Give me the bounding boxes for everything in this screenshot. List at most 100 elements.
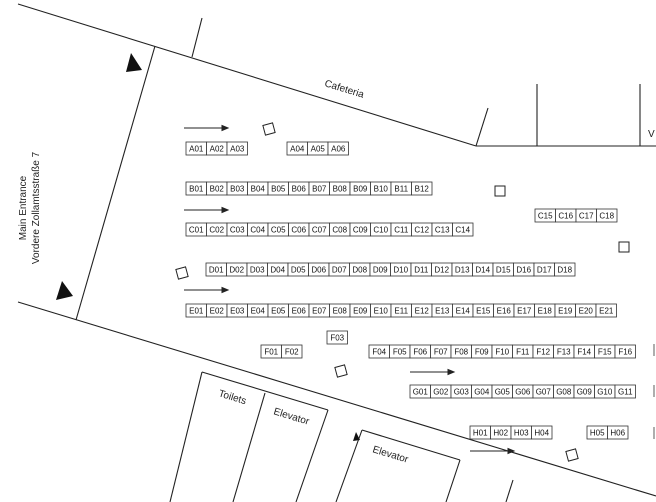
- stand-c18[interactable]: C18: [596, 208, 618, 223]
- stand-g10[interactable]: G10: [594, 384, 616, 399]
- stand-f16[interactable]: F16: [614, 344, 636, 359]
- stand-g02[interactable]: G02: [430, 384, 452, 399]
- stand-g09[interactable]: G09: [573, 384, 595, 399]
- stand-f07[interactable]: F07: [430, 344, 452, 359]
- stand-h05[interactable]: H05: [586, 425, 608, 440]
- stand-d15[interactable]: D15: [492, 262, 514, 277]
- stand-b05[interactable]: B05: [267, 181, 289, 196]
- stand-c15[interactable]: C15: [534, 208, 556, 223]
- stand-d17[interactable]: D17: [533, 262, 555, 277]
- stand-f10[interactable]: F10: [491, 344, 513, 359]
- stand-e13[interactable]: E13: [431, 303, 453, 318]
- stand-a03[interactable]: A03: [226, 141, 248, 156]
- stand-b06[interactable]: B06: [288, 181, 310, 196]
- stand-c12[interactable]: C12: [411, 222, 433, 237]
- stand-d10[interactable]: D10: [390, 262, 412, 277]
- stand-h02[interactable]: H02: [490, 425, 512, 440]
- stand-e17[interactable]: E17: [513, 303, 535, 318]
- stand-e12[interactable]: E12: [411, 303, 433, 318]
- stand-f02[interactable]: F02: [281, 344, 303, 359]
- stand-d07[interactable]: D07: [328, 262, 350, 277]
- stand-h06[interactable]: H06: [607, 425, 629, 440]
- stand-e03[interactable]: E03: [226, 303, 248, 318]
- stand-d02[interactable]: D02: [226, 262, 248, 277]
- stand-c09[interactable]: C09: [349, 222, 371, 237]
- stand-f06[interactable]: F06: [409, 344, 431, 359]
- stand-c02[interactable]: C02: [206, 222, 228, 237]
- stand-e16[interactable]: E16: [493, 303, 515, 318]
- stand-b04[interactable]: B04: [247, 181, 269, 196]
- stand-f13[interactable]: F13: [553, 344, 575, 359]
- stand-a04[interactable]: A04: [286, 141, 308, 156]
- stand-e18[interactable]: E18: [534, 303, 556, 318]
- stand-c13[interactable]: C13: [431, 222, 453, 237]
- stand-e01[interactable]: E01: [185, 303, 207, 318]
- stand-f01[interactable]: F01: [260, 344, 282, 359]
- stand-b08[interactable]: B08: [329, 181, 351, 196]
- stand-e15[interactable]: E15: [472, 303, 494, 318]
- stand-c06[interactable]: C06: [288, 222, 310, 237]
- stand-g04[interactable]: G04: [471, 384, 493, 399]
- stand-a02[interactable]: A02: [206, 141, 228, 156]
- stand-g11[interactable]: G11: [614, 384, 636, 399]
- stand-d01[interactable]: D01: [205, 262, 227, 277]
- stand-e20[interactable]: E20: [575, 303, 597, 318]
- stand-b03[interactable]: B03: [226, 181, 248, 196]
- stand-c17[interactable]: C17: [575, 208, 597, 223]
- stand-f14[interactable]: F14: [573, 344, 595, 359]
- stand-g03[interactable]: G03: [450, 384, 472, 399]
- stand-c01[interactable]: C01: [185, 222, 207, 237]
- stand-e07[interactable]: E07: [308, 303, 330, 318]
- stand-c03[interactable]: C03: [226, 222, 248, 237]
- stand-d08[interactable]: D08: [349, 262, 371, 277]
- stand-b02[interactable]: B02: [206, 181, 228, 196]
- stand-b11[interactable]: B11: [390, 181, 412, 196]
- stand-a05[interactable]: A05: [307, 141, 329, 156]
- stand-e09[interactable]: E09: [349, 303, 371, 318]
- stand-c04[interactable]: C04: [247, 222, 269, 237]
- stand-e19[interactable]: E19: [554, 303, 576, 318]
- stand-f09[interactable]: F09: [471, 344, 493, 359]
- stand-h01[interactable]: H01: [469, 425, 491, 440]
- stand-f04[interactable]: F04: [368, 344, 390, 359]
- stand-e08[interactable]: E08: [329, 303, 351, 318]
- stand-g06[interactable]: G06: [512, 384, 534, 399]
- stand-d18[interactable]: D18: [554, 262, 576, 277]
- stand-f08[interactable]: F08: [450, 344, 472, 359]
- stand-b07[interactable]: B07: [308, 181, 330, 196]
- stand-d04[interactable]: D04: [267, 262, 289, 277]
- stand-f05[interactable]: F05: [389, 344, 411, 359]
- stand-b12[interactable]: B12: [411, 181, 433, 196]
- stand-f11[interactable]: F11: [512, 344, 534, 359]
- stand-a06[interactable]: A06: [327, 141, 349, 156]
- stand-e21[interactable]: E21: [595, 303, 617, 318]
- stand-c11[interactable]: C11: [390, 222, 412, 237]
- stand-h04[interactable]: H04: [531, 425, 553, 440]
- stand-c08[interactable]: C08: [329, 222, 351, 237]
- stand-d11[interactable]: D11: [410, 262, 432, 277]
- stand-c10[interactable]: C10: [370, 222, 392, 237]
- stand-c14[interactable]: C14: [452, 222, 474, 237]
- stand-d13[interactable]: D13: [451, 262, 473, 277]
- stand-c05[interactable]: C05: [267, 222, 289, 237]
- stand-d14[interactable]: D14: [472, 262, 494, 277]
- stand-g01[interactable]: G01: [409, 384, 431, 399]
- stand-e04[interactable]: E04: [247, 303, 269, 318]
- stand-b01[interactable]: B01: [185, 181, 207, 196]
- stand-g07[interactable]: G07: [532, 384, 554, 399]
- stand-a01[interactable]: A01: [185, 141, 207, 156]
- stand-b09[interactable]: B09: [349, 181, 371, 196]
- stand-d03[interactable]: D03: [246, 262, 268, 277]
- stand-g05[interactable]: G05: [491, 384, 513, 399]
- stand-d09[interactable]: D09: [369, 262, 391, 277]
- stand-e14[interactable]: E14: [452, 303, 474, 318]
- stand-d05[interactable]: D05: [287, 262, 309, 277]
- stand-c16[interactable]: C16: [555, 208, 577, 223]
- stand-e06[interactable]: E06: [288, 303, 310, 318]
- stand-e11[interactable]: E11: [390, 303, 412, 318]
- stand-f12[interactable]: F12: [532, 344, 554, 359]
- stand-b10[interactable]: B10: [370, 181, 392, 196]
- stand-g08[interactable]: G08: [553, 384, 575, 399]
- stand-c07[interactable]: C07: [308, 222, 330, 237]
- stand-e10[interactable]: E10: [370, 303, 392, 318]
